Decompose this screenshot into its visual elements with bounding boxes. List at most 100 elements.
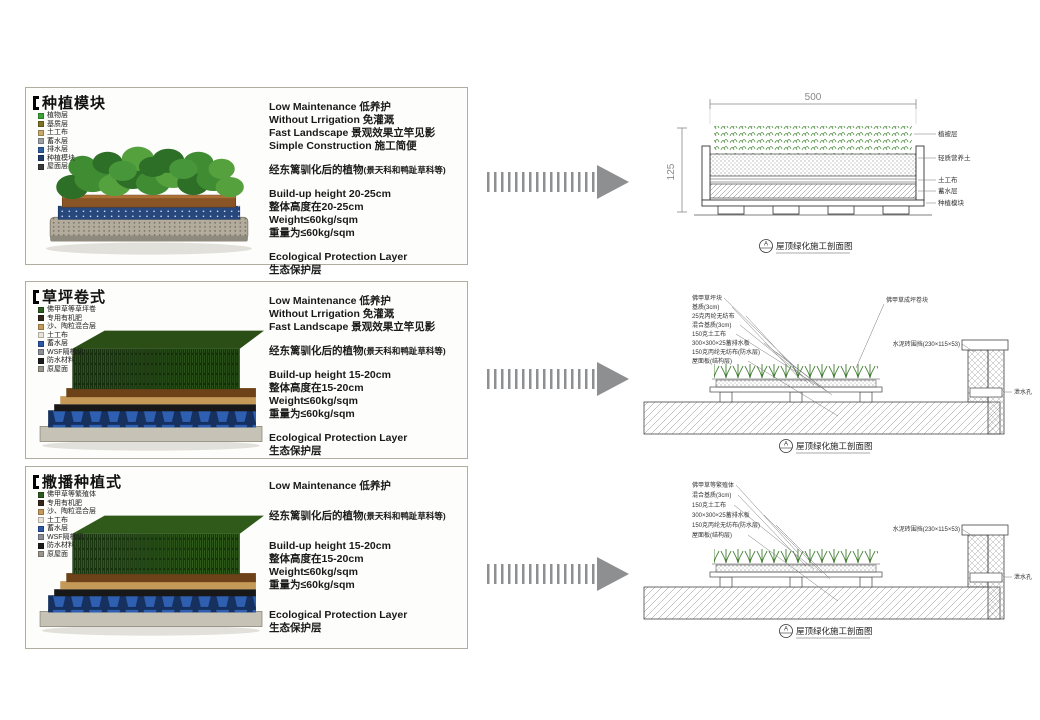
stack-shadow [42, 625, 260, 636]
callout-label: 轻质营养土 [938, 153, 971, 162]
legend-swatch [38, 349, 44, 355]
lawn-roll-illustration [39, 330, 264, 451]
section-title-text: 种植模块 [42, 95, 107, 112]
legend-swatch [38, 340, 44, 347]
spec-line: Weight≤60kg/sqm [269, 395, 359, 407]
legend-label: 专用有机肥 [47, 314, 82, 322]
legend-swatch [38, 525, 44, 532]
legend-swatch [38, 491, 44, 498]
legend-swatch [38, 534, 44, 540]
parapet-label: 水泥砖围挡(230×115×53) [893, 340, 960, 348]
legend-label: 土工布 [47, 129, 68, 136]
legend-label: 佛甲草等草坪卷 [47, 306, 96, 313]
plants-note-sub: (景天科和鸭趾草科等) [363, 511, 446, 521]
legend-swatch [38, 138, 44, 144]
feature-text-column: Low Maintenance 低养护 Without Lrrigation 免… [269, 295, 469, 458]
arrow-dash-bars [487, 369, 597, 389]
legend-item: WSF隔根层 [38, 349, 96, 356]
flow-arrow [487, 165, 629, 199]
legend-swatch [38, 323, 44, 330]
eco-line: Ecological Protection Layer [269, 251, 408, 263]
caption: A 屋顶绿化施工剖面图 [779, 439, 873, 454]
caption-mark: A [784, 627, 788, 633]
broadcast-section-drawing: 佛甲草等繁殖体 混合基质(3cm) 150克土工布 300×300×25蓄排水板… [643, 481, 1032, 639]
title-corner-mark [33, 289, 39, 304]
grass-carpet [72, 330, 264, 390]
callout-label: 植被层 [938, 129, 958, 138]
plants-note-main: 经东篱驯化后的植物 [269, 345, 364, 357]
layer-legend: 植物层 基质层 土工布 蓄水层 排水层 种植模块 屋面层 [38, 112, 75, 172]
arrow-dash-bars [487, 564, 597, 584]
legend-item: 种植模块 [38, 155, 75, 162]
title-corner-mark [33, 95, 39, 110]
vegetation-layer [714, 126, 912, 154]
legend-item: 防水材料 [38, 357, 96, 364]
legend-item: 原屋面 [38, 366, 96, 373]
stack-leaders [733, 484, 1012, 602]
legend-item: 原屋面 [38, 551, 96, 558]
legend-label: 植物层 [47, 112, 68, 119]
stack-label: 150克土工布 [692, 330, 726, 338]
legend-item: 土工布 [38, 129, 75, 136]
plants-note: 经东篱驯化后的植物(景天科和鸭趾草科等) [269, 345, 469, 358]
feature-line: Without Lrrigation 免灌溉 [269, 308, 395, 320]
legend-item: WSF隔根层 [38, 534, 96, 541]
planter-tray [49, 216, 249, 242]
legend-swatch [38, 129, 44, 136]
caption-text: 屋顶绿化施工剖面图 [776, 241, 853, 251]
legend-label: 蓄水层 [47, 525, 68, 532]
dimension-top-value: 500 [805, 92, 822, 103]
legend-item: 专用有机肥 [38, 500, 96, 507]
legend-swatch [38, 306, 44, 313]
legend-item: 蓄水层 [38, 340, 96, 347]
legend-swatch [38, 332, 44, 338]
plants-note: 经东篱驯化后的植物(景天科和鸭趾草科等) [269, 164, 469, 177]
legend-swatch [38, 517, 44, 523]
feature-line: Simple Construction 施工简便 [269, 140, 417, 152]
module-tray-outline [694, 145, 932, 216]
legend-item: 屋面层 [38, 163, 75, 170]
feature-text-column: Low Maintenance 低养护 经东篱驯化后的植物(景天科和鸭趾草科等)… [269, 480, 469, 635]
drain-label: 泄水孔 [1014, 388, 1032, 396]
legend-label: 蓄水层 [47, 340, 68, 347]
legend-label: WSF隔根层 [47, 533, 84, 541]
caption: A 屋顶绿化施工剖面图 [759, 239, 853, 254]
lawn-roll-section-drawing: 佛甲草坪块 基质(3cm) 25克丙纶无纺布 混合基质(3cm) 150克土工布… [643, 294, 1032, 454]
layer-legend: 佛甲草等草坪卷 专用有机肥 沙、陶粒混合层 土工布 蓄水层 WSF隔根层 防水材… [38, 306, 96, 374]
flow-arrow [487, 557, 629, 591]
planting-assembly [709, 549, 883, 588]
legend-label: WSF隔根层 [47, 348, 84, 356]
callout-label: 蓄水层 [938, 186, 958, 195]
parapet [961, 339, 1009, 435]
caption-mark: A [784, 442, 788, 448]
plants-note-main: 经东篱驯化后的植物 [269, 164, 364, 176]
spec-line: Build-up height 15-20cm [269, 369, 391, 381]
stack-label: 佛甲草坪块 [692, 294, 722, 302]
spec-line: 重量为≤60kg/sqm [269, 579, 355, 591]
spec-line: 整体高度在15-20cm [269, 382, 364, 394]
legend-label: 土工布 [47, 331, 68, 339]
legend-label: 防水材料 [47, 542, 75, 549]
waterproof-layer [54, 589, 256, 597]
module-section-drawing: 500 125 植被层 轻质营养土 土工布 蓄水层 [666, 92, 971, 254]
feature-line: Fast Landscape 景观效果立竿见影 [269, 127, 436, 139]
organic-layer [66, 573, 256, 583]
dimension-left: 125 [666, 127, 687, 213]
legend-swatch [38, 357, 44, 364]
legend-label: 防水材料 [47, 357, 75, 364]
layer-legend: 佛甲草等繁殖体 专用有机肥 沙、陶粒混合层 土工布 蓄水层 WSF隔根层 防水材… [38, 491, 96, 559]
eco-line: 生态保护层 [269, 445, 322, 457]
parapet [961, 524, 1009, 620]
section-title: 草坪卷式 [33, 286, 106, 307]
feature-line: Low Maintenance 低养护 [269, 480, 391, 492]
arrow-dash-bars [487, 172, 597, 192]
feature-line: Low Maintenance 低养护 [269, 101, 391, 113]
waterproof-layer [54, 404, 256, 412]
legend-item: 防水材料 [38, 542, 96, 549]
sand-layer [60, 396, 256, 405]
section-broadcast-seeding: 撒播种植式 佛甲草等繁殖体 专用有机肥 沙、陶粒混合层 土工布 蓄水层 WSF隔… [25, 466, 468, 649]
caption-text: 屋顶绿化施工剖面图 [796, 441, 873, 451]
spec-line: Build-up height 20-25cm [269, 188, 391, 200]
plants-note-sub: (景天科和鸭趾草科等) [363, 165, 446, 175]
stack-leaders [723, 297, 1012, 417]
